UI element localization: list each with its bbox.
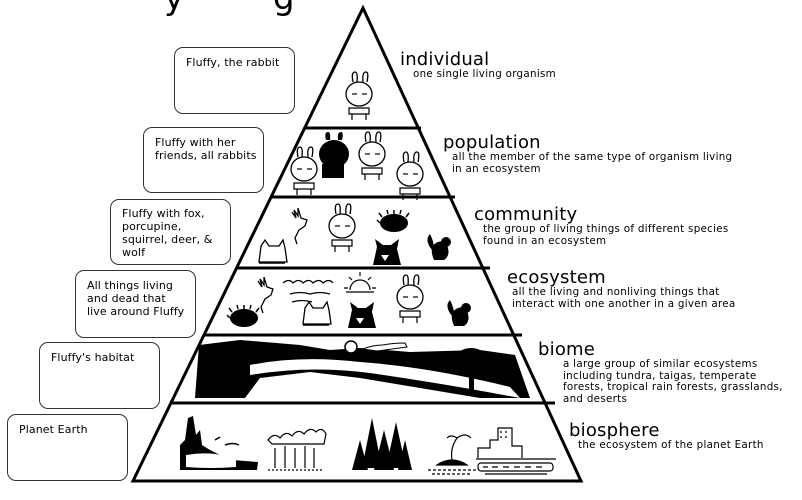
water-waves-illustration	[282, 279, 334, 303]
description-line: and deserts	[563, 392, 628, 405]
description-line: one single living organism	[413, 68, 556, 80]
river	[250, 359, 520, 398]
description-line: forests, tropical rain forests, grasslan…	[563, 381, 783, 393]
diagram-title-cropped: y g	[0, 0, 802, 18]
tier-population-art	[290, 131, 424, 201]
deciduous-forest-illustration	[267, 428, 327, 471]
callout-line: Fluffy, the rabbit	[186, 56, 280, 69]
callout-community: Fluffy with fox, porcupine, squirrel, de…	[110, 199, 231, 265]
level-description: one single living organism	[400, 68, 556, 81]
cloud-illustration	[361, 342, 408, 352]
description-line: the ecosystem of the planet Earth	[578, 439, 764, 451]
callout-line: squirrel, deer, &	[122, 233, 213, 246]
level-ecosystem: ecosystem all the living and nonliving t…	[507, 268, 736, 310]
callout-line: and dead that	[87, 292, 166, 305]
deer-silhouette	[294, 378, 310, 394]
description-line: including tundra, taigas, temperate	[563, 369, 757, 382]
title-fragment-left: y	[164, 0, 184, 18]
callout-biosphere: Planet Earth	[7, 414, 128, 481]
tree-illustration	[455, 348, 487, 395]
level-biome: biome a large group of similar ecosystem…	[538, 340, 783, 405]
callout-line: Fluffy with fox,	[122, 207, 205, 220]
description-line: interact with one another in a given are…	[512, 297, 736, 310]
conifer-forest-illustration	[352, 418, 412, 470]
level-name: biome	[538, 339, 596, 360]
description-line: all the living and nonliving things that	[512, 286, 720, 298]
level-description: a large group of similar ecosystems incl…	[538, 358, 783, 405]
callout-line: All things living	[87, 279, 173, 292]
callout-biome: Fluffy's habitat	[39, 342, 160, 409]
level-population: population all the member of the same ty…	[443, 133, 732, 175]
island-illustration	[428, 434, 478, 475]
level-individual: individual one single living organism	[400, 50, 556, 81]
level-name: individual	[400, 49, 490, 70]
level-name: community	[474, 204, 578, 225]
tier-biome-art	[195, 340, 530, 398]
level-name: population	[443, 132, 541, 153]
description-line: a large group of similar ecosystems	[563, 358, 758, 370]
description-line: all the member of the same type of organ…	[452, 151, 733, 163]
level-description: all the member of the same type of organ…	[443, 151, 733, 175]
callout-line: friends, all rabbits	[155, 149, 257, 162]
callout-individual: Fluffy, the rabbit	[174, 47, 295, 114]
description-line: found in an ecosystem	[483, 234, 607, 247]
level-description: all the living and nonliving things that…	[507, 286, 736, 310]
level-community: community the group of living things of …	[474, 205, 729, 247]
callout-line: porcupine,	[122, 220, 182, 233]
callout-line: wolf	[122, 246, 146, 259]
level-description: the group of living things of different …	[474, 223, 729, 247]
description-line: in an ecosystem	[452, 162, 541, 175]
desert-illustration	[180, 416, 258, 470]
sun-illustration	[344, 272, 376, 293]
sun-illustration	[344, 340, 358, 354]
callout-line: live around Fluffy	[87, 305, 185, 318]
callout-line: Fluffy's habitat	[51, 351, 135, 364]
description-line: the group of living things of different …	[483, 223, 729, 235]
black-rabbit-illustration	[319, 132, 349, 178]
callout-ecosystem: All things living and dead that live aro…	[75, 270, 196, 338]
city-illustration	[476, 427, 556, 475]
tier-biosphere-art	[180, 416, 556, 475]
title-fragment-right: g	[273, 0, 295, 18]
callout-line: Fluffy with her	[155, 136, 236, 149]
level-name: biosphere	[569, 420, 660, 441]
callout-line: Planet Earth	[19, 423, 88, 436]
level-name: ecosystem	[507, 267, 606, 288]
callout-population: Fluffy with her friends, all rabbits	[143, 127, 264, 193]
level-description: the ecosystem of the planet Earth	[569, 439, 764, 452]
tier-dividers	[171, 126, 555, 405]
tier-ecosystem-art	[226, 272, 471, 328]
level-biosphere: biosphere the ecosystem of the planet Ea…	[569, 421, 764, 452]
